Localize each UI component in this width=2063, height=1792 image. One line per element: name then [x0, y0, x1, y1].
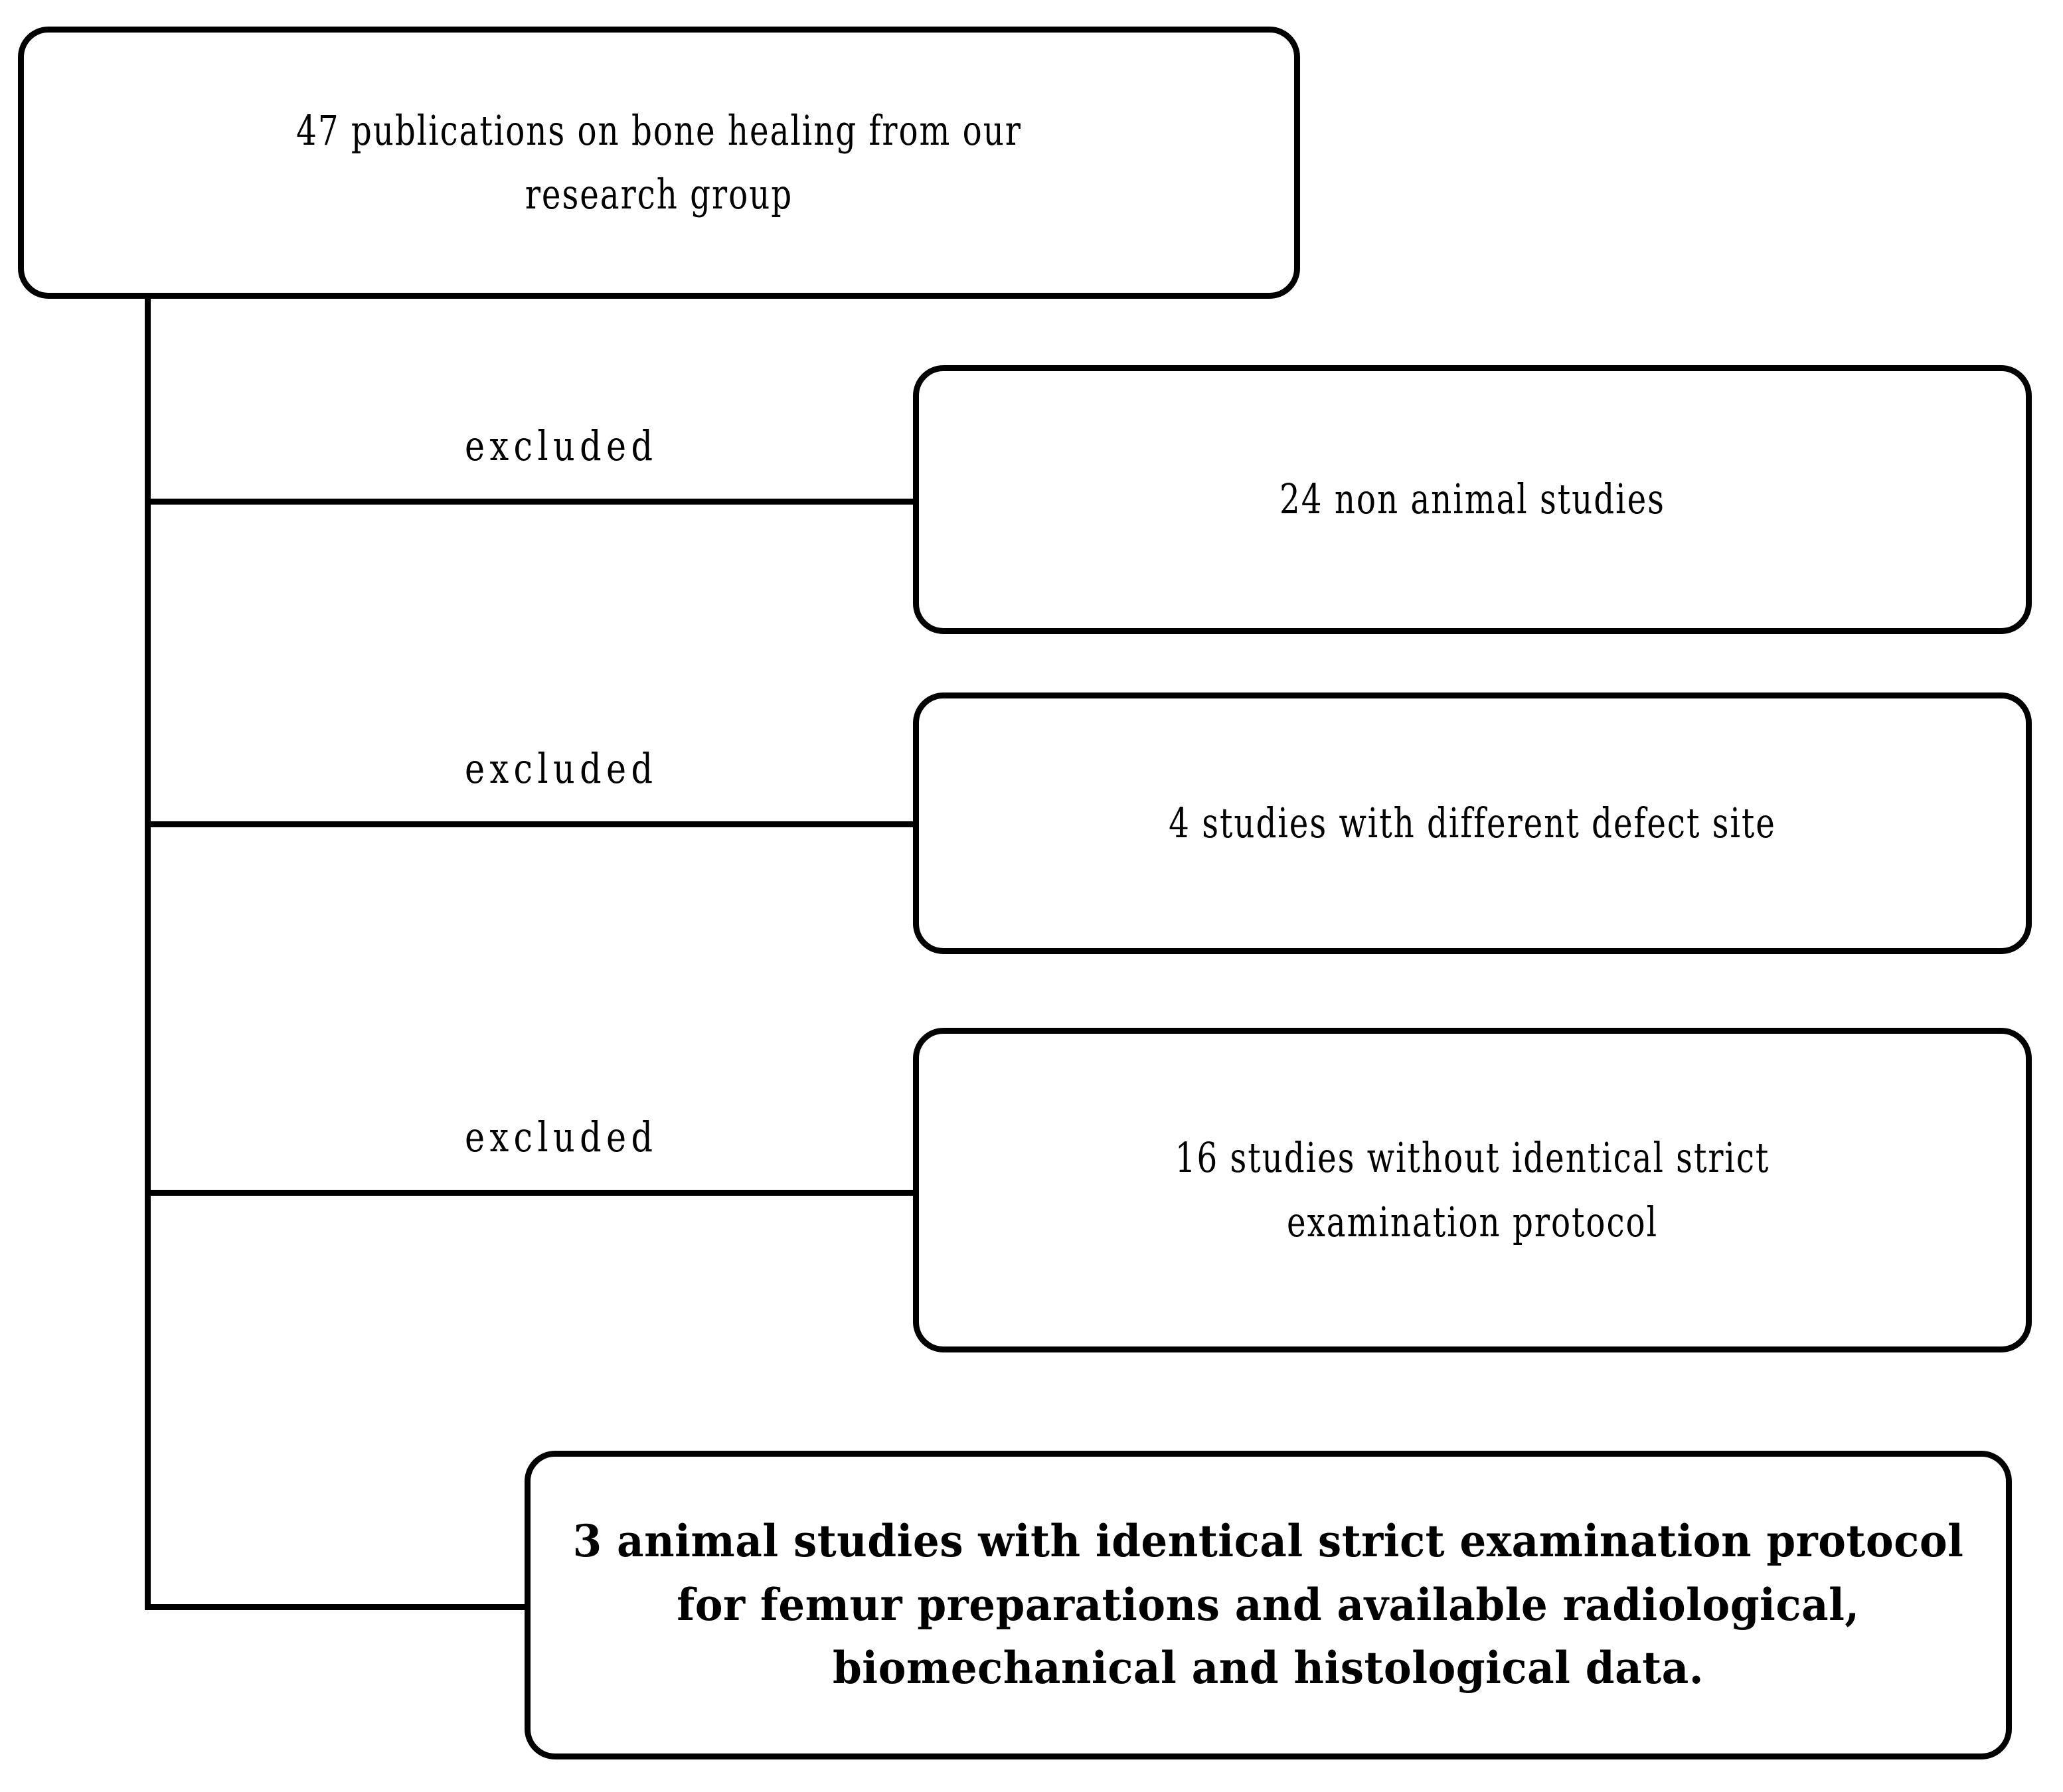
connector-branch-included: [145, 1604, 530, 1610]
flowchart-node-root-label: 47 publications on bone healing from our…: [296, 106, 1022, 218]
edge-label-excluded-3: excluded: [465, 1113, 658, 1161]
flowchart-node-excluded-3-label: 16 studies without identical strict exam…: [1175, 1133, 1770, 1246]
connector-branch-excluded-3: [145, 1190, 916, 1196]
flowchart-node-included: 3 animal studies with identical strict e…: [525, 1451, 2012, 1759]
edge-label-excluded-1: excluded: [465, 422, 658, 470]
connector-trunk-vertical: [145, 299, 151, 1610]
connector-branch-excluded-2: [145, 821, 916, 827]
flowchart-node-excluded-2-label: 4 studies with different defect site: [1169, 798, 1776, 847]
flowchart-node-excluded-2: 4 studies with different defect site: [913, 692, 2032, 954]
flowchart-node-excluded-1: 24 non animal studies: [913, 365, 2032, 634]
flowchart-node-excluded-1-label: 24 non animal studies: [1279, 475, 1665, 524]
flowchart-node-included-label: 3 animal studies with identical strict e…: [572, 1514, 1964, 1694]
flowchart-node-excluded-3: 16 studies without identical strict exam…: [913, 1028, 2032, 1352]
flowchart-node-root: 47 publications on bone healing from our…: [18, 27, 1300, 299]
edge-label-excluded-2: excluded: [465, 744, 658, 793]
connector-branch-excluded-1: [145, 499, 916, 505]
